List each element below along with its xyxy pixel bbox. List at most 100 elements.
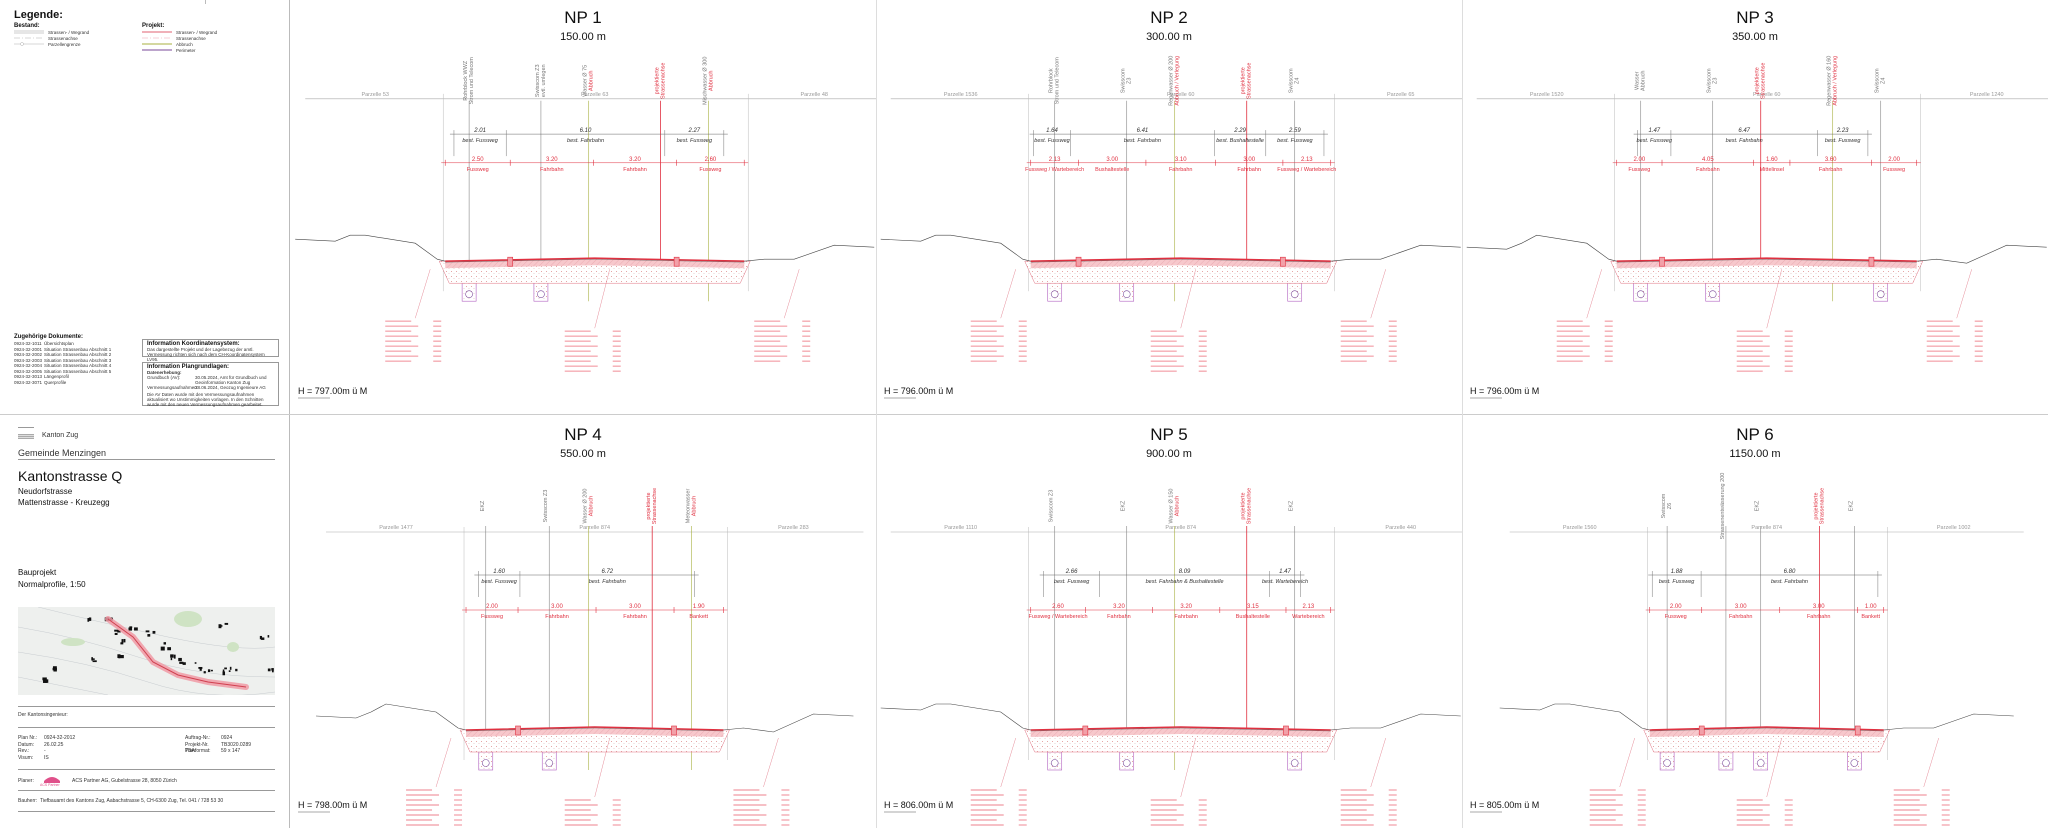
existing-dimension-label: best. Fahrbahn <box>1124 138 1161 144</box>
existing-surface-line <box>445 258 745 263</box>
map-building <box>121 639 124 643</box>
utility-note: Strassenachse <box>1761 63 1767 99</box>
normal-profile-2: NP 2 300.00 m H = 796.00m ü M Parzelle 1… <box>876 0 1462 414</box>
utility-pipe <box>1050 759 1059 767</box>
road-surface-line <box>1030 726 1331 731</box>
utility-name: Strassenentwässerung 200 <box>1720 473 1726 540</box>
existing-dimension-value: 2.23 <box>1836 128 1849 134</box>
info-coord-title: Information Koordinatensystem: <box>147 341 240 347</box>
project-dimension-label: Fahrbahn <box>1237 167 1261 173</box>
documents-title: Zugehörige Dokumente: <box>14 334 84 340</box>
existing-dimension-label: best. Fussweg <box>1637 138 1673 144</box>
plan-field: Planformat:59 x 147 <box>185 748 251 755</box>
project-dimension-label: Fussweg / Wartebereich <box>1028 614 1087 620</box>
divider <box>18 427 34 428</box>
utility-name: Swisscom <box>1875 68 1881 93</box>
plan-field-key: Planformat: <box>185 748 211 754</box>
project-dimension-value: 2.00 <box>1634 157 1646 163</box>
material-callout <box>406 737 463 826</box>
map-building <box>182 662 186 665</box>
terrain-right <box>744 244 875 262</box>
info-plan-value: 28.06.2024, Geozug Ingenieure AG <box>195 385 266 390</box>
map-building <box>178 657 182 662</box>
callout-leader <box>1180 269 1196 329</box>
map-building <box>170 657 173 661</box>
divider <box>18 811 275 812</box>
planer-name: ACS Partner AG, Gubelstrasse 28, 8050 Zü… <box>72 778 177 784</box>
utility-name: projektierte <box>1241 492 1247 519</box>
utility-pipe <box>1290 759 1299 767</box>
project-phase: Bauprojekt <box>18 568 57 577</box>
normal-profile-1: NP 1 150.00 m H = 797.00m ü M Parzelle 5… <box>290 0 876 414</box>
engineer-label: Der Kantonsingenieur: <box>18 712 68 718</box>
utility-pipe <box>1708 290 1717 299</box>
map-building <box>152 630 156 634</box>
utility-label: Swisscom Z3 <box>543 490 549 523</box>
map-building <box>218 624 222 629</box>
legend-item: Strassenachse <box>142 35 217 41</box>
utility-pipe <box>545 759 554 767</box>
map-building <box>210 669 213 672</box>
divider <box>18 727 275 728</box>
parcel-label: Parzelle 1560 <box>1563 525 1597 531</box>
legend-line-swatch <box>142 37 172 39</box>
map-building <box>129 626 133 629</box>
info-plan-title: Information Plangrundlagen: <box>147 364 229 370</box>
logo-text: ACS Partner <box>40 783 60 787</box>
curb-stone <box>1082 725 1089 736</box>
project-dimension-label: Fahrbahn <box>1169 167 1193 173</box>
parcel-label: Parzelle 63 <box>581 92 609 98</box>
info-coordinate-system: Information Koordinatensystem: Das darge… <box>142 339 279 362</box>
terrain-right <box>1330 244 1461 262</box>
curb-stone <box>515 725 521 736</box>
existing-surface-line <box>1030 727 1331 732</box>
map-building <box>160 646 165 651</box>
callout-leader <box>1370 269 1386 319</box>
project-dimension-value: 2.13 <box>1301 157 1313 163</box>
column-divider <box>876 0 877 828</box>
column-divider <box>1462 0 1463 828</box>
utility-pipe <box>481 759 490 767</box>
project-dimension-label: Fussweg <box>481 614 503 620</box>
project-dimension-value: 3.20 <box>546 157 558 163</box>
map-building <box>207 669 211 673</box>
project-dimension-value: 3.20 <box>1180 604 1192 610</box>
plan-field-value: IS <box>44 754 49 761</box>
plan-field: Projekt-Nr. TBA:TB3020.0289 <box>185 742 251 754</box>
terrain-right <box>1916 244 2047 264</box>
utility-name: Swisscom <box>1661 493 1667 518</box>
profile-title: NP 2 <box>1150 8 1188 27</box>
existing-dimension-label: best. Fahrbahn & Bushaltestelle <box>1146 579 1224 585</box>
project-dimension-label: Mittelinsel <box>1760 167 1784 173</box>
project-dimension-value: 2.60 <box>1052 604 1064 610</box>
row-divider <box>290 414 2048 415</box>
curb-stone <box>673 256 680 267</box>
utility-label: Swisscom Z3 <box>1049 490 1055 523</box>
terrain-right <box>723 713 854 733</box>
existing-surface-line <box>1616 258 1917 263</box>
callout-leader <box>594 737 610 798</box>
plan-field-value: 26.02.25 <box>44 741 64 748</box>
utility-pipe <box>465 290 473 299</box>
divider <box>18 769 275 770</box>
map-green-area <box>61 638 85 646</box>
existing-dimension-label: best. Fussweg <box>481 579 517 585</box>
utility-name: Swisscom <box>1707 68 1713 93</box>
utility-pipe <box>1756 759 1765 767</box>
legend-item-label: Strassen- / Wegrand <box>176 29 218 35</box>
project-dimension-label: Fahrbahn <box>1696 167 1720 173</box>
utility-name: Wasser Ø 75 <box>583 65 589 97</box>
map-building <box>145 630 150 633</box>
legend-item-label: Parzellengrenze <box>48 41 81 47</box>
curb-stone <box>671 725 677 736</box>
legend-project-heading: Projekt: <box>142 23 165 29</box>
utility-name: Swisscom Z3 <box>1049 490 1055 523</box>
plan-field: Auftrag-Nr.:0924 <box>185 735 251 742</box>
material-callout <box>385 269 442 362</box>
